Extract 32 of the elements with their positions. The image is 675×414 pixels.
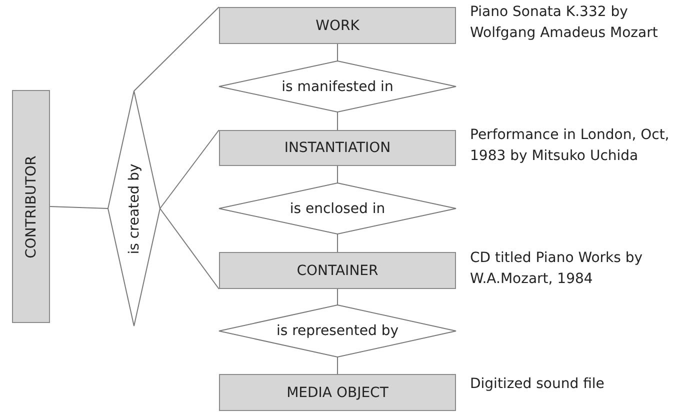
entity-box (12, 90, 50, 323)
entity-label: INSTANTIATION (284, 140, 391, 156)
relationship-diamond (219, 183, 456, 234)
entity-label: WORK (316, 18, 360, 34)
relationship-label: is represented by (276, 323, 399, 339)
entity-box (219, 374, 456, 411)
relationship-label: is manifested in (282, 78, 394, 94)
entity-label: MEDIA OBJECT (286, 384, 388, 400)
connector-line (337, 234, 338, 252)
connector-line (50, 206, 108, 209)
entity-label: CONTRIBUTOR (23, 155, 39, 258)
entity-box (219, 252, 456, 289)
relationship-diamond (108, 91, 160, 326)
relationship-diamond (219, 305, 456, 357)
connector-line (337, 112, 338, 130)
connector-line (337, 356, 338, 374)
example-note: Piano Sonata K.332 by Wolfgang Amadeus Mozart (470, 3, 659, 43)
connector-line (134, 6, 220, 92)
connector-line (337, 288, 338, 306)
connector-line (337, 166, 338, 184)
example-note: Digitized sound file (470, 375, 606, 394)
relationship-label: is created by (126, 163, 142, 254)
relationship-diamond (219, 61, 456, 112)
entity-box (219, 130, 456, 166)
example-note: CD titled Piano Works by W.A.Mozart, 1984 (470, 249, 644, 289)
entity-label: CONTAINER (296, 262, 378, 278)
connector-line (337, 44, 338, 62)
connector-line (160, 208, 220, 290)
connector-line (160, 130, 220, 209)
example-note: Performance in London, Oct, 1983 by Mitsuko Uchida (470, 126, 670, 166)
entity-box (219, 7, 456, 44)
relationship-label: is enclosed in (290, 200, 386, 216)
